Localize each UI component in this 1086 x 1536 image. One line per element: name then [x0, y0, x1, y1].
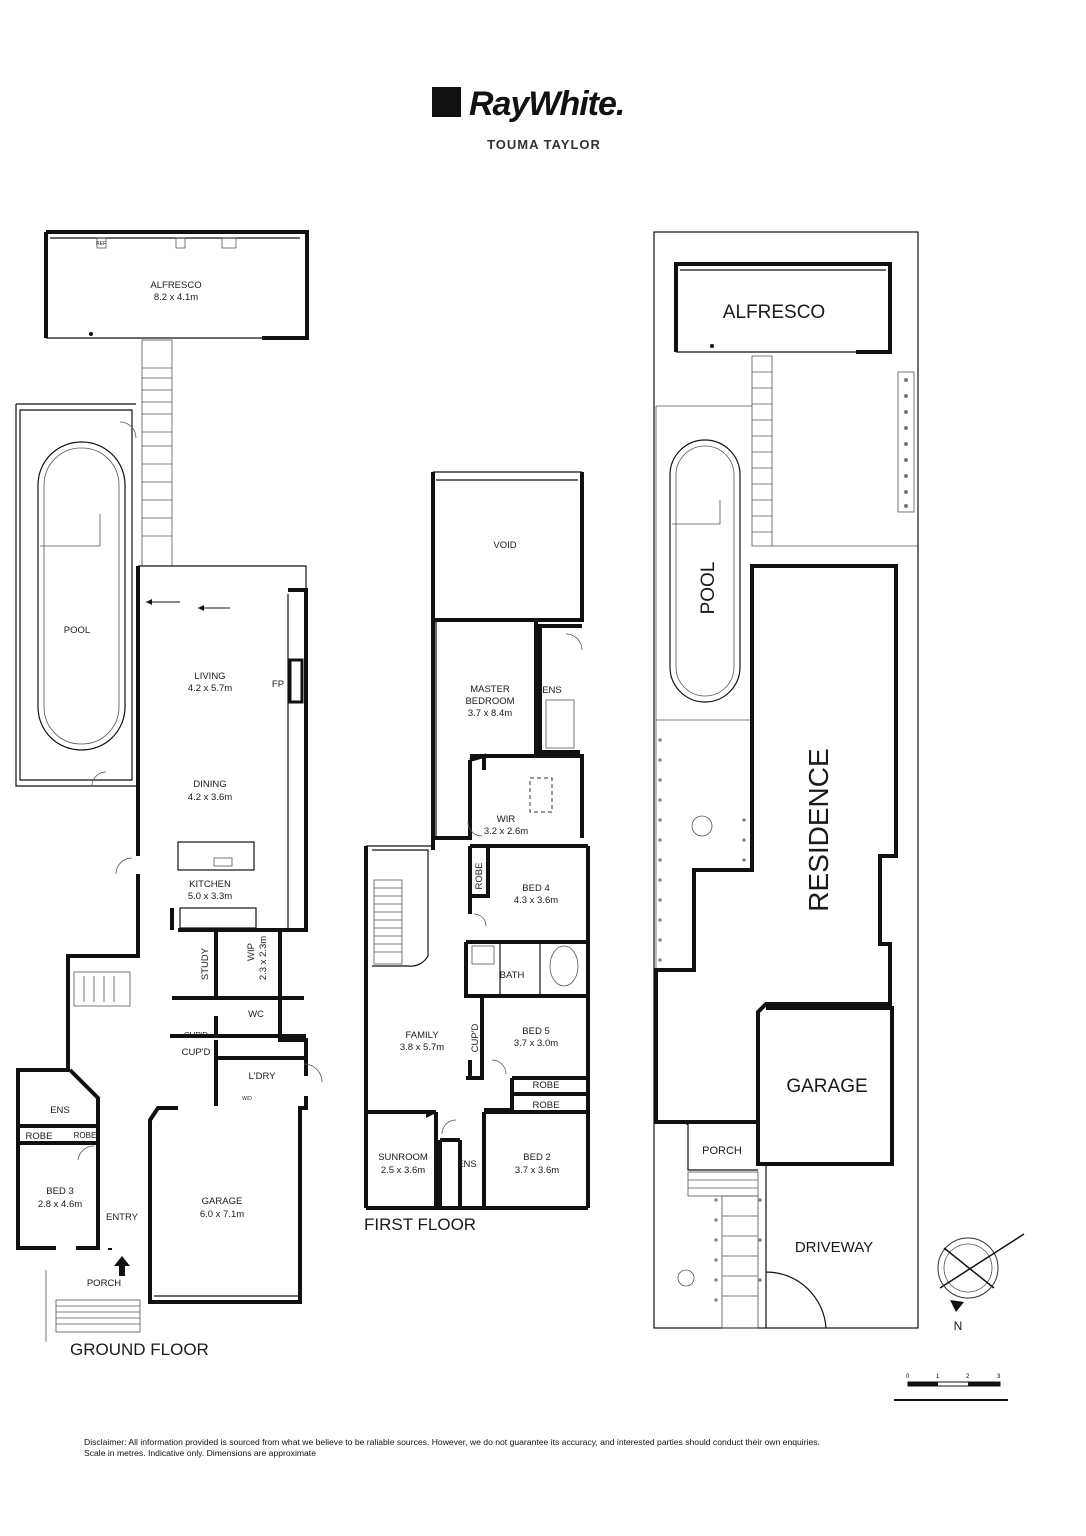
- scale-bar: 0 1 2 3: [894, 1374, 1008, 1401]
- disclaimer-line: Scale in metres. Indicative only. Dimens…: [84, 1448, 316, 1458]
- room-name: ROBE: [533, 1080, 560, 1091]
- room-dims: 4.2 x 3.6m: [188, 792, 232, 803]
- room-name: BED 5: [522, 1026, 549, 1037]
- room-name: GARAGE: [202, 1196, 243, 1207]
- disclaimer-line: Disclaimer: All information provided is …: [84, 1437, 820, 1447]
- logo-mark-icon: [432, 87, 461, 117]
- site-label: DRIVEWAY: [795, 1239, 873, 1256]
- fixture-label: REF: [96, 241, 106, 247]
- room-name: ALFRESCO: [150, 280, 201, 291]
- room-name: PORCH: [87, 1278, 121, 1289]
- scale-tick: 3: [997, 1374, 1001, 1380]
- room-dims: 8.2 x 4.1m: [154, 292, 198, 303]
- room-name: CUP'D: [182, 1047, 211, 1058]
- room-name: KITCHEN: [189, 879, 231, 890]
- fixture-label: W/D: [242, 1096, 252, 1102]
- brand-logo: RayWhite. TOUMA TAYLOR: [432, 85, 625, 152]
- first-floor-title: FIRST FLOOR: [364, 1215, 476, 1234]
- room-name: FP: [272, 679, 284, 690]
- room-name: ENS: [542, 685, 562, 696]
- room-name: ROBE: [26, 1131, 53, 1142]
- room-name: ENS: [457, 1159, 477, 1170]
- site-label: GARAGE: [786, 1076, 867, 1097]
- room-dims: 3.7 x 3.6m: [515, 1165, 559, 1176]
- first-floor-plan: VOID MASTER BEDROOM 3.7 x 8.4m ENS WIR 3…: [364, 471, 590, 1234]
- room-name: ENTRY: [106, 1212, 139, 1223]
- room-dims: 3.8 x 5.7m: [400, 1042, 444, 1053]
- room-name: BED 3: [46, 1186, 73, 1197]
- ground-floor-title: GROUND FLOOR: [70, 1340, 209, 1359]
- ground-floor-plan: ALFRESCO 8.2 x 4.1m POOL LIVING 4.2 x 5.…: [15, 230, 323, 1359]
- room-dims: 3.7 x 8.4m: [468, 708, 512, 719]
- room-name: ROBE: [474, 863, 485, 890]
- room-name: ROBE: [74, 1131, 97, 1140]
- room-name: WIR: [497, 814, 516, 825]
- room-name: STUDY: [200, 947, 211, 980]
- north-label: N: [954, 1319, 963, 1333]
- site-label: ALFRESCO: [723, 302, 825, 323]
- room-name: DINING: [193, 779, 226, 790]
- room-name: LIVING: [194, 671, 225, 682]
- room-dims: 2.3 x 2.3m: [258, 936, 269, 980]
- site-label: POOL: [698, 562, 719, 615]
- room-name: POOL: [64, 625, 90, 636]
- room-name: CUP'D: [470, 1023, 481, 1052]
- room-name: ROBE: [533, 1100, 560, 1111]
- room-name: BED 2: [523, 1152, 550, 1163]
- site-label: RESIDENCE: [803, 748, 834, 911]
- site-plan: N ALFRESCO POOL RESIDENCE GARAGE PORCH D…: [653, 231, 1025, 1333]
- entry-arrow-icon: [114, 1256, 130, 1276]
- room-dims: 4.2 x 5.7m: [188, 683, 232, 694]
- disclaimer: Disclaimer: All information provided is …: [84, 1437, 984, 1459]
- room-name: WIP: [246, 943, 257, 961]
- room-name: BED 4: [522, 883, 549, 894]
- scale-tick: 1: [936, 1374, 940, 1380]
- room-name: L'DRY: [249, 1071, 277, 1082]
- room-name: BATH: [500, 970, 525, 981]
- brand-office: TOUMA TAYLOR: [487, 137, 601, 152]
- brand-name: RayWhite.: [469, 85, 624, 123]
- room-name: SUNROOM: [378, 1152, 428, 1163]
- room-name: CUP'D: [184, 1031, 208, 1040]
- room-name: FAMILY: [405, 1030, 439, 1041]
- north-compass-icon: [937, 1233, 1025, 1312]
- room-dims: 2.8 x 4.6m: [38, 1199, 82, 1210]
- room-name: MASTER: [470, 684, 510, 695]
- room-name: ENS: [50, 1105, 70, 1116]
- room-name: BEDROOM: [465, 696, 514, 707]
- room-name: WC: [248, 1009, 264, 1020]
- room-dims: 5.0 x 3.3m: [188, 891, 232, 902]
- scale-tick: 0: [906, 1374, 910, 1380]
- scale-tick: 2: [966, 1374, 970, 1380]
- room-dims: 6.0 x 7.1m: [200, 1209, 244, 1220]
- room-dims: 3.7 x 3.0m: [514, 1038, 558, 1049]
- room-dims: 3.2 x 2.6m: [484, 826, 528, 837]
- room-dims: 2.5 x 3.6m: [381, 1165, 425, 1176]
- room-dims: 4.3 x 3.6m: [514, 895, 558, 906]
- site-label: PORCH: [702, 1145, 742, 1157]
- room-name: VOID: [493, 540, 516, 551]
